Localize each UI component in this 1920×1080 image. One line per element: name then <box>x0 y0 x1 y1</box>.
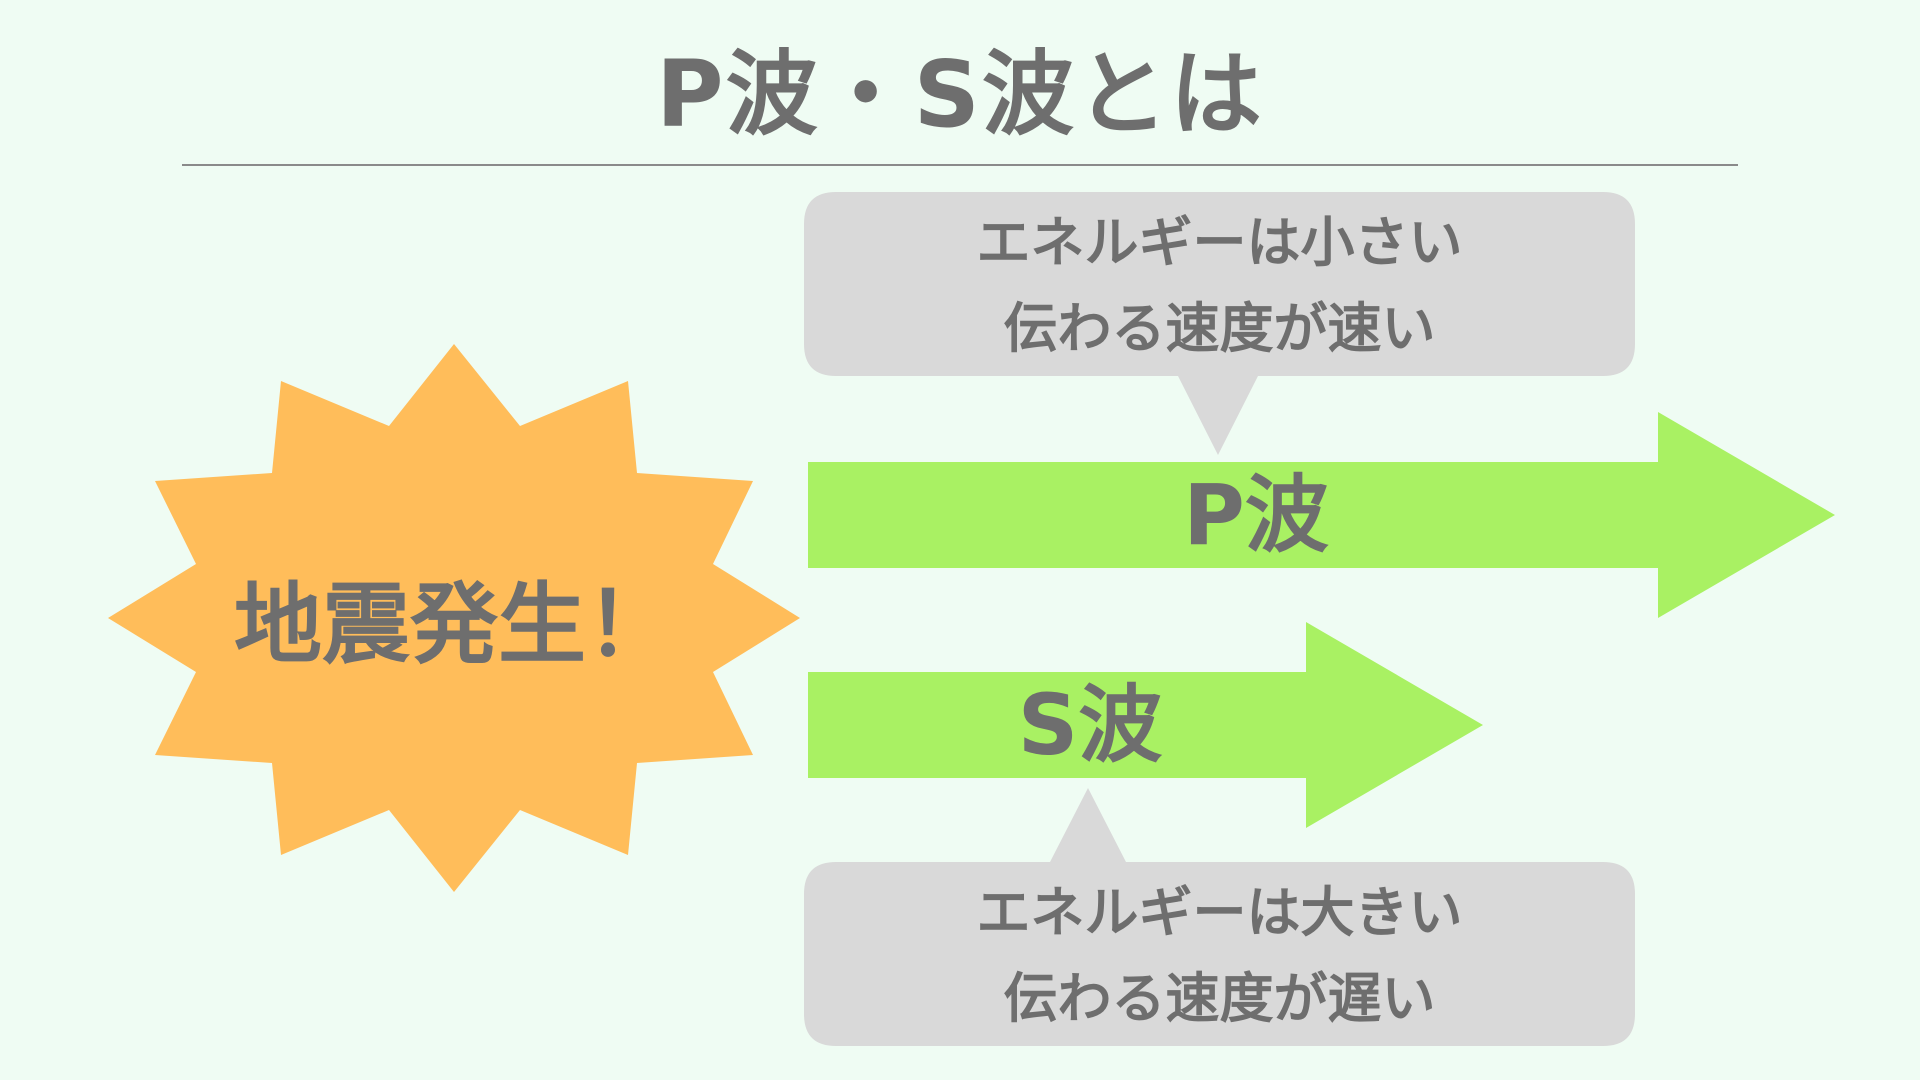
s-wave-label: S波 <box>1017 676 1163 774</box>
p-wave-arrow-shape <box>808 412 1835 618</box>
p-wave-callout-bubble <box>804 192 1635 455</box>
p-wave-callout-line1: エネルギーは小さい <box>976 211 1463 274</box>
title-divider <box>182 164 1738 166</box>
s-wave-callout-line2: 伝わる速度が遅い <box>1003 967 1436 1030</box>
p-wave-label: P波 <box>1183 466 1329 564</box>
earthquake-burst-label: 地震発生！ <box>233 573 674 676</box>
earthquake-burst-shape <box>108 344 800 892</box>
page-title: P波・S波とは <box>656 41 1264 148</box>
s-wave-arrow-shape <box>808 622 1483 828</box>
s-wave-callout-line1: エネルギーは大きい <box>976 881 1463 944</box>
s-wave-callout-bubble <box>804 788 1635 1046</box>
p-wave-callout-line2: 伝わる速度が速い <box>1003 297 1436 360</box>
